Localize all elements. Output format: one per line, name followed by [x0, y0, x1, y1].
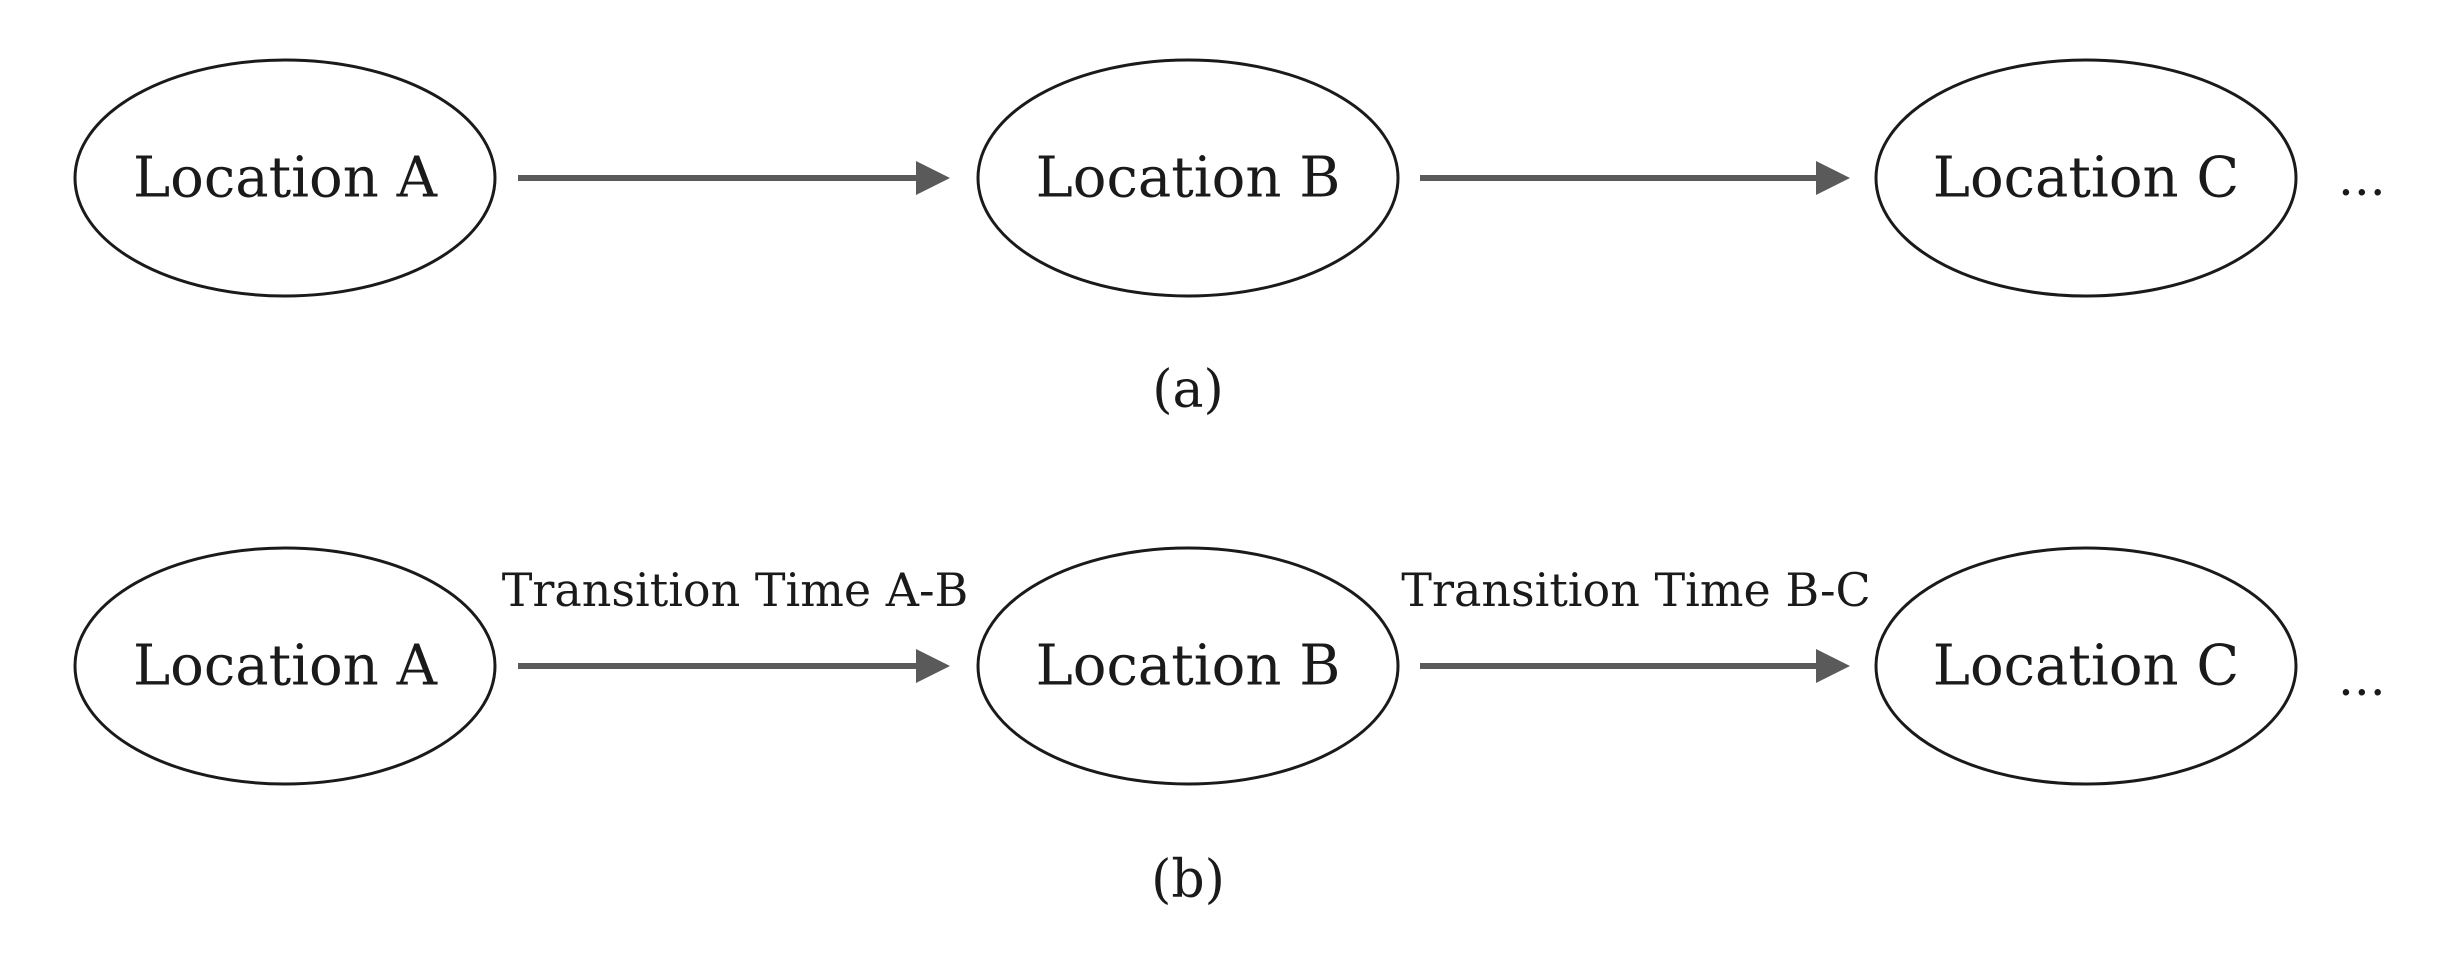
edge-a-to-b: Transition Time A-B: [502, 563, 969, 683]
edge-b-to-c: Transition Time B-C: [1401, 563, 1871, 683]
node-label: Location C: [1933, 634, 2240, 699]
node-location-c: Location C: [1874, 58, 2298, 298]
arrowhead-icon: [1816, 161, 1850, 195]
continuation-ellipsis: ...: [2338, 149, 2386, 207]
edge-a-to-b: [518, 161, 950, 195]
node-location-a: Location A: [73, 546, 497, 786]
node-location-a: Location A: [73, 58, 497, 298]
continuation-ellipsis: ...: [2338, 649, 2386, 707]
node-location-b: Location B: [976, 546, 1400, 786]
edge-label: Transition Time A-B: [502, 563, 969, 617]
node-ellipse: [1874, 546, 2298, 786]
arrowhead-icon: [916, 649, 950, 683]
node-ellipse: [976, 58, 1400, 298]
edge-label: Transition Time B-C: [1401, 563, 1870, 617]
node-label: Location C: [1933, 146, 2240, 211]
arrowhead-icon: [916, 161, 950, 195]
node-label: Location B: [1036, 634, 1341, 699]
panel-caption: (a): [1152, 360, 1224, 420]
node-label: Location A: [133, 146, 438, 211]
panel-caption: (b): [1151, 850, 1225, 910]
node-ellipse: [1874, 58, 2298, 298]
node-label: Location A: [133, 634, 438, 699]
arrowhead-icon: [1816, 649, 1850, 683]
node-ellipse: [73, 58, 497, 298]
panel-a: Location A Location B Location C ... (a): [73, 58, 2386, 420]
edge-b-to-c: [1420, 161, 1850, 195]
panel-b: Location A Transition Time A-B Location …: [73, 546, 2386, 910]
node-location-c: Location C: [1874, 546, 2298, 786]
node-ellipse: [976, 546, 1400, 786]
node-ellipse: [73, 546, 497, 786]
node-location-b: Location B: [976, 58, 1400, 298]
node-label: Location B: [1036, 146, 1341, 211]
